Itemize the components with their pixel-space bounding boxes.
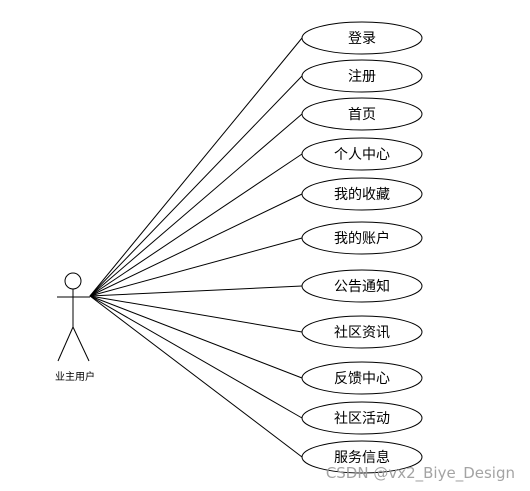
- actor-right-leg: [72, 326, 90, 362]
- association-line-register: [89, 75, 303, 297]
- use-case-community-news[interactable]: 社区资讯: [301, 315, 423, 349]
- use-case-notices[interactable]: 公告通知: [301, 269, 423, 303]
- use-case-label: 注册: [348, 69, 376, 85]
- association-line-account: [89, 237, 303, 297]
- use-case-label: 个人中心: [334, 147, 390, 163]
- association-line-community-activity: [89, 295, 303, 419]
- use-case-personal-center[interactable]: 个人中心: [301, 137, 423, 171]
- actor-label: 业主用户: [55, 370, 95, 383]
- use-case-ellipse: [301, 269, 423, 303]
- use-case-label: 首页: [348, 107, 376, 123]
- use-case-account[interactable]: 我的账户: [301, 221, 423, 255]
- use-case-label: 我的账户: [334, 230, 390, 247]
- use-case-ellipse: [301, 177, 423, 211]
- use-case-label: 反馈中心: [334, 371, 390, 387]
- association-lines: [89, 37, 303, 458]
- use-case-label: 服务信息: [334, 449, 390, 466]
- association-line-personal-center: [89, 153, 303, 297]
- use-case-ellipse: [301, 97, 423, 131]
- association-line-service-info: [89, 295, 303, 458]
- use-case-label: 公告通知: [334, 278, 390, 295]
- association-line-notices: [89, 285, 303, 297]
- use-case-label: 社区资讯: [334, 325, 390, 341]
- use-case-ellipse: [301, 401, 423, 435]
- use-case-home[interactable]: 首页: [301, 97, 423, 131]
- use-case-label: 社区活动: [334, 411, 390, 427]
- use-case-ellipse: [301, 361, 423, 395]
- association-line-community-news: [89, 295, 303, 333]
- use-case-service-info[interactable]: 服务信息: [301, 440, 423, 474]
- use-case-ellipse: [301, 59, 423, 93]
- use-case-feedback[interactable]: 反馈中心: [301, 361, 423, 395]
- use-case-ellipse: [301, 21, 423, 55]
- use-case-ellipse: [301, 221, 423, 255]
- association-line-favorites: [89, 193, 303, 297]
- use-case-favorites[interactable]: 我的收藏: [301, 177, 423, 211]
- use-case-label: 登录: [348, 31, 376, 47]
- use-case-register[interactable]: 注册: [301, 59, 423, 93]
- actor-head: [64, 272, 82, 290]
- association-line-feedback: [89, 295, 303, 379]
- actor-figure: 业主用户: [55, 272, 95, 383]
- association-line-login: [89, 37, 303, 297]
- use-case-ellipse: [301, 137, 423, 171]
- use-case-label: 我的收藏: [334, 187, 390, 203]
- watermark-text: CSDN @vx2_Biye_Design: [326, 464, 515, 483]
- use-case-community-activity[interactable]: 社区活动: [301, 401, 423, 435]
- actor-left-leg: [57, 326, 74, 362]
- use-case-ellipse: [301, 440, 423, 474]
- use-cases: 登录 注册 首页 个人中心 我的收藏 我的账户 公告通知 社区资讯: [301, 21, 423, 474]
- association-line-home: [89, 113, 303, 297]
- use-case-ellipse: [301, 315, 423, 349]
- use-case-login[interactable]: 登录: [301, 21, 423, 55]
